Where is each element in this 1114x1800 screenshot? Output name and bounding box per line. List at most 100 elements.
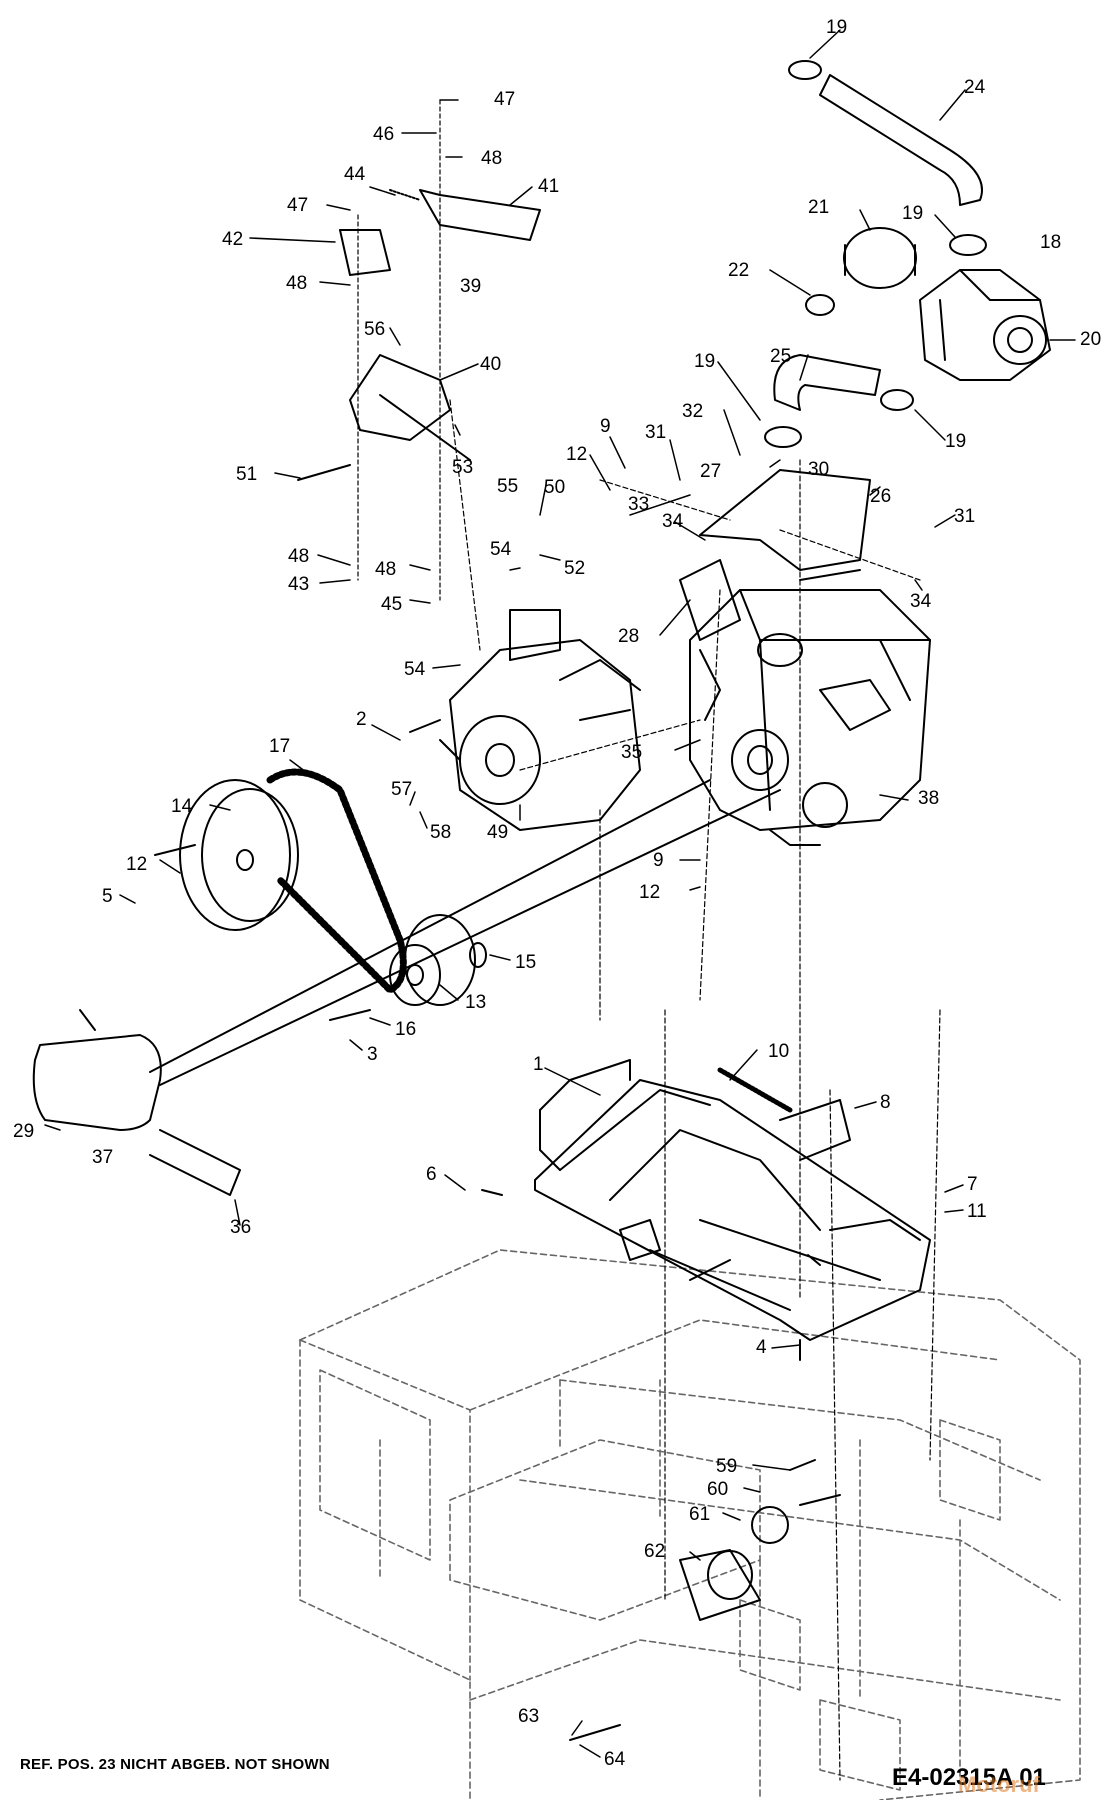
mounting-plate — [534, 1059, 931, 1341]
callout-label: 53 — [452, 457, 473, 478]
callout-label: 52 — [564, 558, 585, 579]
callout-label: 56 — [364, 319, 385, 340]
callout-label: 43 — [288, 574, 309, 595]
callout-label: 48 — [481, 148, 502, 169]
callout-label: 60 — [707, 1479, 728, 1500]
spring — [389, 189, 421, 201]
bolts — [154, 464, 841, 1741]
callout-label: 3 — [367, 1044, 378, 1065]
callout-label: 40 — [480, 354, 501, 375]
callout-label: 48 — [288, 546, 309, 567]
callout-label: 47 — [494, 89, 515, 110]
callout-label: 25 — [770, 346, 791, 367]
callout-label: 50 — [544, 477, 565, 498]
footnote: REF. POS. 23 NICHT ABGEB. NOT SHOWN — [20, 1756, 330, 1773]
callout-leaders — [44, 29, 1076, 1758]
intake-hose-upper — [819, 74, 983, 206]
callout-label: 30 — [808, 459, 829, 480]
callout-label: 41 — [538, 176, 559, 197]
callout-label: 18 — [1040, 232, 1061, 253]
callout-label: 62 — [644, 1541, 665, 1562]
engine-mount — [679, 1506, 789, 1621]
callout-label: 20 — [1080, 329, 1101, 350]
long-shaft — [159, 789, 781, 1086]
drive-pulley — [179, 779, 299, 931]
callout-label: 46 — [373, 124, 394, 145]
support-bracket — [679, 559, 741, 641]
callout-label: 19 — [694, 351, 715, 372]
air-cleaner-cover — [843, 227, 917, 289]
callout-label: 51 — [236, 464, 257, 485]
callout-label: 28 — [618, 626, 639, 647]
callout-label: 27 — [700, 461, 721, 482]
hose-clamp — [788, 60, 822, 80]
callout-label: 38 — [918, 788, 939, 809]
control-arm — [339, 229, 391, 276]
callout-label: 64 — [604, 1749, 626, 1770]
callout-label: 15 — [515, 952, 536, 973]
intake-hose-lower — [773, 354, 881, 411]
callout-label: 6 — [426, 1164, 437, 1185]
callout-label: 8 — [880, 1092, 891, 1113]
callout-label: 54 — [404, 659, 426, 680]
callout-label: 44 — [344, 164, 366, 185]
callout-label: 39 — [460, 276, 481, 297]
callout-label: 31 — [954, 506, 975, 527]
callout-label: 61 — [689, 1504, 710, 1525]
callout-label: 14 — [171, 796, 193, 817]
callout-label: 19 — [902, 203, 923, 224]
watermark: Motoruf — [958, 1772, 1040, 1797]
callout-label: 37 — [92, 1147, 113, 1168]
control-rod — [379, 394, 471, 461]
callout-label: 45 — [381, 594, 402, 615]
callout-label: 48 — [375, 559, 396, 580]
callout-label: 57 — [391, 779, 412, 800]
callout-label: 36 — [230, 1217, 251, 1238]
callout-label: 31 — [645, 422, 666, 443]
callout-label: 55 — [497, 476, 518, 497]
callout-label: 22 — [728, 260, 749, 281]
filter-cap — [805, 294, 835, 316]
callout-label: 48 — [286, 273, 307, 294]
callout-label: 33 — [628, 494, 649, 515]
chassis-frame — [299, 1249, 1081, 1800]
callout-label: 34 — [910, 591, 932, 612]
drive-belt — [266, 768, 407, 994]
callout-label: 12 — [639, 882, 660, 903]
callout-label: 13 — [465, 992, 486, 1013]
callout-label: 29 — [13, 1121, 34, 1142]
spring — [717, 1067, 793, 1113]
callout-label: 24 — [964, 77, 986, 98]
callout-label: 12 — [126, 854, 147, 875]
control-plate — [419, 189, 541, 241]
callout-label: 17 — [269, 736, 290, 757]
callout-label: 35 — [621, 742, 642, 763]
hose-clamp — [949, 234, 987, 256]
callout-label: 32 — [682, 401, 703, 422]
hose-clamp — [764, 426, 802, 448]
air-cleaner — [919, 269, 1051, 381]
callout-label: 54 — [490, 539, 512, 560]
callout-label: 49 — [487, 822, 508, 843]
callout-label: 12 — [566, 444, 587, 465]
callout-label: 10 — [768, 1041, 789, 1062]
callout-label: 42 — [222, 229, 243, 250]
callout-label: 4 — [756, 1337, 767, 1358]
callout-label: 47 — [287, 195, 308, 216]
callout-label: 2 — [356, 709, 367, 730]
callout-label: 9 — [653, 850, 664, 871]
callout-label: 16 — [395, 1019, 416, 1040]
muffler — [32, 1009, 241, 1196]
callout-label: 26 — [870, 486, 891, 507]
callout-label: 63 — [518, 1706, 539, 1727]
drawing-code: E4-02315A 01 — [892, 1764, 1046, 1791]
callout-label: 59 — [716, 1456, 737, 1477]
callout-label: 7 — [967, 1174, 978, 1195]
callout-label: 1 — [533, 1054, 544, 1075]
callout-label: 11 — [967, 1201, 987, 1222]
callout-label: 19 — [826, 17, 847, 38]
engine-block — [689, 569, 931, 846]
callout-label: 34 — [662, 511, 684, 532]
washer — [469, 942, 487, 968]
